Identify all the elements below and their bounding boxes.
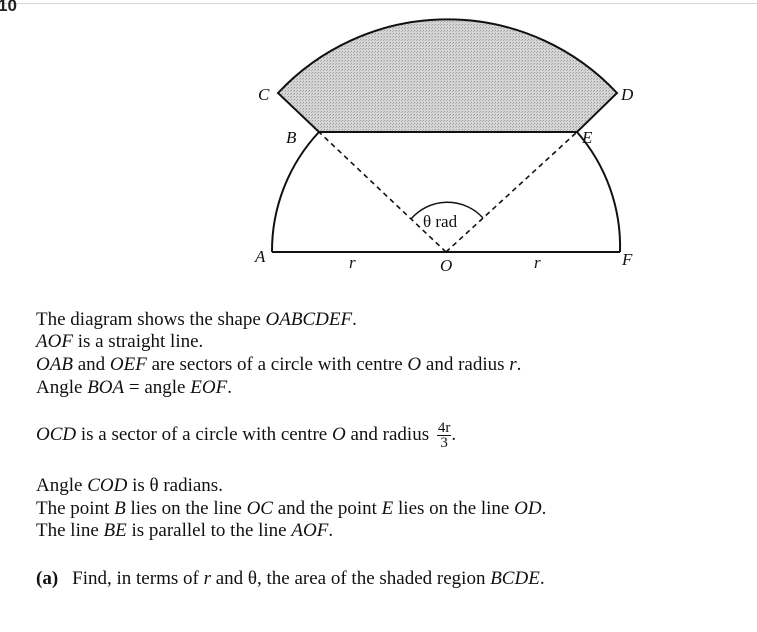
text: and bbox=[72, 354, 110, 375]
text: is parallel to the line bbox=[126, 520, 292, 541]
label-o: O bbox=[440, 256, 452, 275]
text: is a straight line. bbox=[72, 331, 204, 352]
centre-name: O bbox=[331, 423, 346, 445]
text: = angle bbox=[124, 377, 191, 398]
statement-line-4: Angle BOA = angle EOF. bbox=[36, 376, 232, 399]
point-name: E bbox=[381, 498, 394, 519]
angle-name: EOF bbox=[190, 377, 228, 398]
sector-name: OCD bbox=[36, 423, 77, 445]
text: is a sector of a circle with centre bbox=[76, 423, 332, 445]
label-angle-theta: θ rad bbox=[423, 212, 458, 231]
line-name: BE bbox=[103, 520, 127, 541]
label-b: B bbox=[286, 128, 297, 147]
label-e: E bbox=[581, 128, 593, 147]
statement-line-6: Angle COD is θ radians. bbox=[36, 474, 223, 497]
shaded-region-bcde bbox=[276, 18, 619, 133]
text: The line bbox=[36, 520, 104, 541]
text: is θ radians. bbox=[127, 475, 223, 496]
text: are sectors of a circle with centre bbox=[146, 354, 408, 375]
fraction-numerator: 4r bbox=[436, 420, 452, 436]
text: . bbox=[328, 520, 334, 541]
text: . bbox=[227, 377, 232, 398]
text: lies on the line bbox=[125, 498, 247, 519]
statement-line-1: The diagram shows the shape OABCDEF. bbox=[36, 308, 357, 331]
line-name: AOF bbox=[36, 331, 73, 352]
text: . bbox=[539, 568, 545, 589]
angle-name: BOA bbox=[87, 377, 125, 398]
text: Find, in terms of bbox=[72, 568, 204, 589]
text: . bbox=[516, 354, 522, 375]
sector-name: OEF bbox=[109, 354, 147, 375]
arc-ab bbox=[270, 131, 320, 253]
label-r-right: r bbox=[534, 253, 541, 272]
radius-var: r bbox=[203, 568, 211, 589]
point-name: B bbox=[114, 498, 126, 519]
fraction-denominator: 3 bbox=[440, 435, 448, 451]
line-name: OD bbox=[514, 498, 542, 519]
text: and θ, the area of the shaded region bbox=[210, 568, 491, 589]
part-a-label: (a) bbox=[36, 568, 59, 589]
text: The diagram shows the shape bbox=[36, 309, 266, 330]
statement-line-3: OAB and OEF are sectors of a circle with… bbox=[36, 353, 521, 376]
radius-var: r bbox=[509, 354, 517, 375]
text: and radius bbox=[345, 423, 434, 445]
dashed-oe bbox=[445, 131, 578, 253]
label-a: A bbox=[254, 247, 266, 266]
angle-arc-theta bbox=[410, 201, 484, 220]
text: The point bbox=[36, 498, 115, 519]
centre-name: O bbox=[407, 354, 422, 375]
question-number: 10 bbox=[0, 0, 17, 15]
text: . bbox=[352, 309, 357, 330]
label-c: C bbox=[258, 85, 270, 104]
statement-line-5: OCD is a sector of a circle with centre … bbox=[36, 420, 457, 451]
statement-line-8: The line BE is parallel to the line AOF. bbox=[36, 519, 333, 542]
part-a-question: (a) Find, in terms of r and θ, the area o… bbox=[36, 567, 545, 590]
text: Angle bbox=[36, 377, 88, 398]
statement-line-2: AOF is a straight line. bbox=[36, 330, 203, 353]
line-name: AOF bbox=[291, 520, 329, 541]
text: and the point bbox=[272, 498, 382, 519]
line-name: OC bbox=[246, 498, 273, 519]
text: and radius bbox=[421, 354, 510, 375]
label-d: D bbox=[620, 85, 634, 104]
sector-name: OAB bbox=[36, 354, 73, 375]
label-r-left: r bbox=[349, 253, 356, 272]
page-top-rule bbox=[0, 3, 757, 4]
dashed-ob bbox=[318, 131, 447, 253]
statement-line-7: The point B lies on the line OC and the … bbox=[36, 497, 546, 520]
region-name: BCDE bbox=[490, 568, 540, 589]
text: lies on the line bbox=[393, 498, 515, 519]
text: . bbox=[451, 423, 457, 445]
sector-diagram: C B D E A F O r r θ rad bbox=[254, 18, 634, 275]
text: Angle bbox=[36, 475, 88, 496]
arc-ef bbox=[576, 131, 622, 253]
label-f: F bbox=[621, 250, 633, 269]
shape-name: OABCDEF bbox=[265, 309, 353, 330]
angle-name: COD bbox=[87, 475, 128, 496]
text: . bbox=[541, 498, 547, 519]
